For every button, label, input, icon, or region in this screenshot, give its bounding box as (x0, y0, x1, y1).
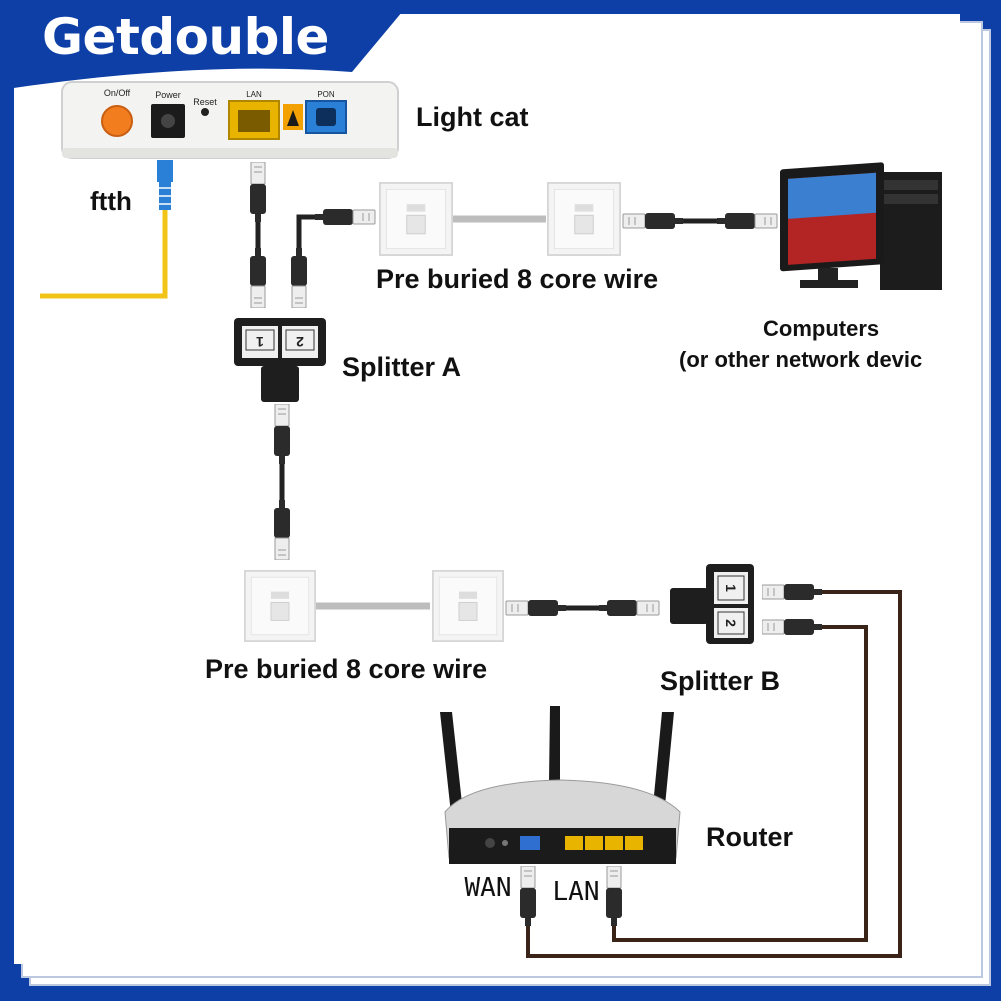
bottom-wire-label: Pre buried 8 core wire (205, 654, 488, 684)
modem-to-splitter-a-cable (249, 162, 267, 308)
router-wan-port-icon (520, 836, 540, 850)
modem-pon-label: PON (317, 90, 335, 99)
splitter-a-to-bottom-plate-cable (273, 404, 291, 560)
bottom-plate-to-splitter-b-cable (505, 599, 660, 617)
router-icon (440, 706, 681, 864)
splitter-b-label: Splitter B (660, 666, 781, 696)
computer-label-line1: Computers (763, 316, 880, 341)
modem-onoff-label: On/Off (104, 88, 131, 98)
fiber-label: ftth (90, 186, 132, 216)
top-wall-plates (378, 182, 622, 256)
modem-label: Light cat (416, 102, 529, 132)
splitter-b-to-router-cables (526, 583, 902, 958)
bottom-wall-plates (243, 570, 505, 642)
splitter-b-port1-label: 1 (723, 584, 739, 592)
fiber-cable (40, 160, 173, 299)
lan-port-icon (228, 100, 280, 140)
modem-device: On/Off Power Reset LAN PON (61, 81, 399, 159)
router-wan-label: WAN (465, 873, 512, 903)
router-lan-label: LAN (553, 877, 600, 907)
router-label: Router (706, 822, 793, 852)
brand-logo-text: Getdouble (42, 8, 329, 66)
computer-icon (780, 162, 942, 290)
power-button-icon (101, 105, 133, 137)
brand-banner (0, 0, 412, 90)
modem-power-label: Power (155, 90, 181, 100)
top-plate-to-computer-cable (622, 212, 778, 230)
splitter-a-to-top-plate-cable (290, 208, 376, 308)
splitter-b-icon: 1 2 (670, 564, 754, 644)
modem-lan-label: LAN (246, 90, 262, 99)
splitter-b-port2-label: 2 (723, 619, 739, 627)
reset-hole-icon (201, 108, 209, 116)
splitter-a-label: Splitter A (342, 352, 462, 382)
computer-label-line2: (or other network devic (679, 347, 923, 372)
splitter-a-port1-label: 1 (256, 334, 264, 350)
top-wire-label: Pre buried 8 core wire (376, 264, 659, 294)
fiber-connector-icon (157, 160, 173, 182)
modem-reset-label: Reset (193, 97, 217, 107)
router-lan-ports-icon (625, 836, 643, 850)
splitter-a-icon: 1 2 (234, 318, 326, 402)
splitter-a-port2-label: 2 (296, 334, 304, 350)
